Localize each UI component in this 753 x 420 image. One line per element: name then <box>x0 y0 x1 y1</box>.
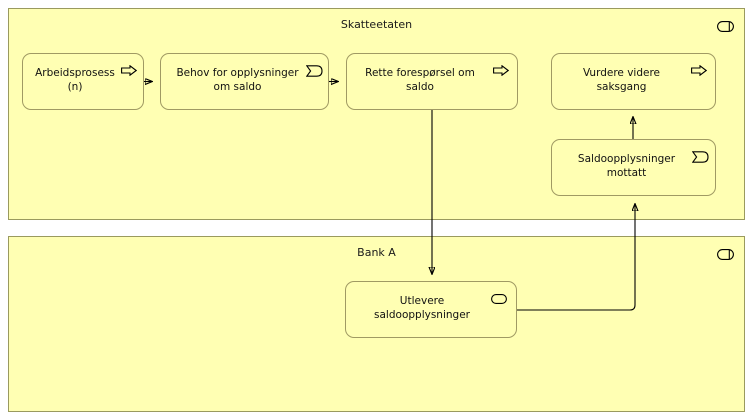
business-event-icon <box>692 151 709 163</box>
event-node-saldoopplysninger-mottatt[interactable]: Saldoopplysninger mottatt <box>551 139 716 196</box>
swimlane-bank-a-title: Bank A <box>357 246 396 259</box>
process-node-vurdere-videre-saksgang[interactable]: Vurdere videre saksgang <box>551 53 716 110</box>
swimlane-skatteetaten-title: Skatteetaten <box>340 18 413 31</box>
business-process-arrow-icon <box>121 65 137 76</box>
business-process-arrow-icon <box>493 65 509 76</box>
business-role-icon <box>717 249 734 260</box>
service-node-utlevere-saldoopplysninger-label: Utlevere saldoopplysninger <box>374 295 470 321</box>
event-node-saldoopplysninger-mottatt-label: Saldoopplysninger mottatt <box>577 153 676 179</box>
event-node-behov-for-opplysninger[interactable]: Behov for opplysninger om saldo <box>160 53 329 110</box>
business-process-arrow-icon <box>691 65 707 76</box>
service-node-utlevere-saldoopplysninger[interactable]: Utlevere saldoopplysninger <box>345 281 517 338</box>
process-node-vurdere-videre-saksgang-label: Vurdere videre saksgang <box>582 67 661 93</box>
business-event-icon <box>306 65 323 77</box>
process-node-rette-foresporsel[interactable]: Rette forespørsel om saldo <box>346 53 518 110</box>
process-node-rette-foresporsel-label: Rette forespørsel om saldo <box>365 67 475 93</box>
business-service-icon <box>491 294 507 304</box>
process-node-arbeidsprosess[interactable]: Arbeidsprosess (n) <box>22 53 144 110</box>
event-node-behov-for-opplysninger-label: Behov for opplysninger om saldo <box>176 67 299 93</box>
business-role-icon <box>717 21 734 32</box>
process-node-arbeidsprosess-label: Arbeidsprosess (n) <box>35 67 115 93</box>
